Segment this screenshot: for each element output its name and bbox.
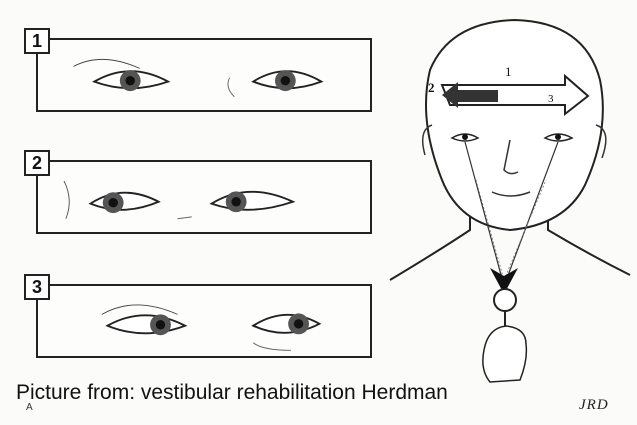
panel-number-2: 2 xyxy=(24,150,50,176)
hand xyxy=(483,326,527,382)
eyes-right-drawing xyxy=(38,286,370,356)
caption: Picture from: vestibular rehabilitation … xyxy=(16,381,448,405)
eye-panel-1: 1 xyxy=(36,38,372,112)
eyes-center-drawing xyxy=(38,40,370,110)
eyes-left-drawing xyxy=(38,162,370,232)
eye-panel-3: 3 xyxy=(36,284,372,358)
head-rotation-drawing: 2 1 3 xyxy=(380,10,637,390)
arrow-label-1: 1 xyxy=(505,64,512,79)
signature: JRD xyxy=(579,397,609,414)
arrow-label-2: 2 xyxy=(428,80,435,95)
corner-mark: A xyxy=(26,402,33,413)
head-outline xyxy=(426,20,603,230)
visual-target xyxy=(494,289,516,311)
panel-number-1: 1 xyxy=(24,28,50,54)
arrow-label-3: 3 xyxy=(548,93,554,105)
rotation-arrow-dark xyxy=(452,90,498,102)
panel-number-3: 3 xyxy=(24,274,50,300)
eye-panel-2: 2 xyxy=(36,160,372,234)
